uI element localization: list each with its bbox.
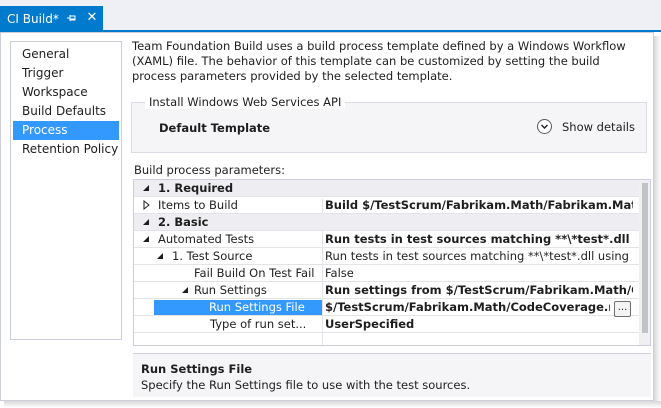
grid-scrollbar[interactable]: [639, 180, 650, 345]
browse-button[interactable]: ...: [614, 301, 631, 317]
param-value[interactable]: False: [325, 266, 354, 280]
collapsed-triangle-icon[interactable]: [141, 199, 151, 211]
param-row-test-source[interactable]: 1. Test Source Run tests in test sources…: [134, 248, 639, 265]
nav-item-general[interactable]: General: [22, 47, 70, 61]
param-name: Fail Build On Test Fail: [194, 266, 315, 280]
grid-column-divider: [322, 199, 323, 345]
param-row-items-to-build[interactable]: Items to Build Build $/TestScrum/Fabrika…: [134, 197, 639, 214]
parameter-help-pane: [133, 353, 651, 397]
template-group: [131, 102, 647, 153]
frame-shadow-right: [654, 36, 661, 408]
nav-item-process[interactable]: Process: [13, 121, 119, 140]
param-value[interactable]: UserSpecified: [325, 317, 415, 331]
category-name: 1. Required: [158, 181, 234, 195]
nav-item-build-defaults[interactable]: Build Defaults: [22, 104, 107, 118]
param-name: Type of run set...: [210, 317, 307, 331]
expanded-triangle-icon[interactable]: [141, 216, 151, 228]
param-value[interactable]: Run tests in test sources matching **\*t…: [325, 249, 633, 263]
param-value[interactable]: Build $/TestScrum/Fabrikam.Math/Fabrikam…: [325, 198, 633, 212]
template-name: Default Template: [159, 121, 271, 135]
expanded-triangle-icon[interactable]: [141, 182, 151, 194]
grid-scrollbar-thumb[interactable]: [642, 183, 648, 333]
param-row-type-of-run-settings[interactable]: Type of run set... UserSpecified: [134, 316, 639, 333]
expanded-triangle-icon[interactable]: [180, 284, 190, 296]
show-details-link[interactable]: Show details: [562, 120, 635, 134]
param-row-automated-tests[interactable]: Automated Tests Run tests in test source…: [134, 231, 639, 248]
chevron-down-icon[interactable]: [537, 119, 552, 134]
pin-icon[interactable]: [66, 11, 78, 25]
help-text: Specify the Run Settings file to use wit…: [141, 378, 471, 392]
param-value[interactable]: $/TestScrum/Fabrikam.Math/CodeCoverage.r…: [325, 300, 610, 314]
expanded-triangle-icon[interactable]: [155, 250, 165, 262]
param-value[interactable]: Run settings from $/TestScrum/Fabrikam.M…: [325, 283, 633, 297]
param-row-fail-build-on-test-fail[interactable]: Fail Build On Test Fail False: [134, 265, 639, 282]
category-name: 2. Basic: [158, 215, 209, 229]
param-row-run-settings-file[interactable]: Run Settings File $/TestScrum/Fabrikam.M…: [134, 299, 639, 316]
tab-strip-rule: [0, 30, 661, 32]
expanded-triangle-icon[interactable]: [141, 233, 151, 245]
document-tab[interactable]: CI Build* ✕: [0, 6, 103, 31]
param-name: 1. Test Source: [172, 249, 253, 263]
param-name: Run Settings: [194, 283, 267, 297]
category-row-required[interactable]: 1. Required: [134, 180, 639, 197]
param-value[interactable]: Run tests in test sources matching **\*t…: [325, 232, 633, 246]
template-group-label: Install Windows Web Services API: [145, 95, 346, 109]
frame-shadow-bottom: [4, 401, 661, 408]
document-tab-strip: CI Build* ✕: [0, 0, 661, 32]
help-title: Run Settings File: [141, 362, 253, 376]
nav-item-retention-policy[interactable]: Retention Policy: [22, 142, 119, 156]
param-name: Run Settings File: [154, 300, 322, 315]
settings-nav: General Trigger Workspace Build Defaults…: [10, 41, 122, 340]
process-description: Team Foundation Build uses a build proce…: [132, 39, 626, 83]
param-row-run-settings[interactable]: Run Settings Run settings from $/TestScr…: [134, 282, 639, 299]
category-row-basic[interactable]: 2. Basic: [134, 214, 639, 231]
document-tab-title: CI Build*: [7, 11, 59, 26]
nav-item-workspace[interactable]: Workspace: [22, 85, 88, 99]
param-name: Items to Build: [158, 198, 238, 212]
parameters-grid: 1. Required Items to Build Build $/TestS…: [133, 179, 651, 346]
close-icon[interactable]: ✕: [86, 10, 98, 25]
nav-item-trigger[interactable]: Trigger: [22, 66, 64, 80]
build-process-parameters-label: Build process parameters:: [134, 163, 285, 177]
param-name: Automated Tests: [158, 232, 255, 246]
